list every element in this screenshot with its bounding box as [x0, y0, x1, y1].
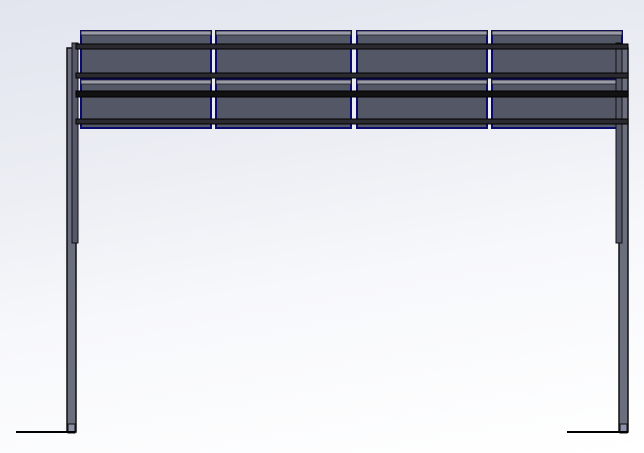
- solar-panel: [215, 30, 352, 79]
- solar-panel: [491, 30, 623, 79]
- horizontal-rails: [75, 43, 629, 125]
- solar-panel: [356, 30, 488, 79]
- left-post: [66, 42, 79, 434]
- solar-panel: [80, 30, 212, 79]
- right-post: [615, 42, 629, 434]
